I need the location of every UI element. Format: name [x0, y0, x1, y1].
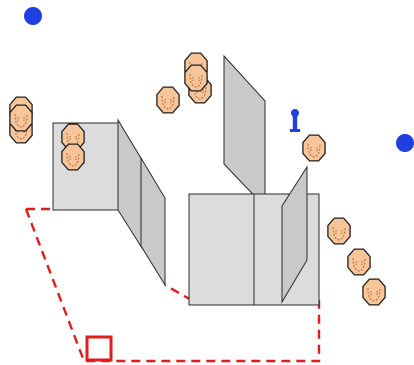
person-head [156, 86, 180, 114]
person-face [189, 73, 203, 88]
person-eyes [335, 230, 343, 234]
partition-top [223, 54, 266, 209]
person-icon [302, 134, 326, 162]
person-eyes [310, 147, 318, 151]
sensor-base [290, 129, 300, 132]
person-icon [347, 248, 371, 276]
sensor-stem [292, 115, 298, 131]
blue-dot-icon [24, 7, 42, 25]
person-eyes [192, 77, 200, 81]
person-face [66, 152, 80, 167]
cubicle-left-panel-b [140, 156, 166, 287]
route [24, 207, 321, 363]
person-icon [184, 64, 208, 92]
person-face [14, 125, 28, 140]
route-line [24, 207, 321, 363]
person-head [362, 278, 386, 306]
cubicle-left-panel-a [117, 118, 143, 250]
person-head [302, 134, 326, 162]
person-eyes [17, 117, 25, 121]
person-eyes [69, 136, 77, 140]
person-eyes [69, 156, 77, 160]
cubicle-left [52, 118, 166, 287]
cubicle-right [188, 165, 320, 306]
cubicle-right-panel [281, 165, 308, 304]
person-head [347, 248, 371, 276]
person-icon [156, 86, 180, 114]
person-head [61, 143, 85, 171]
sensor-icon [290, 109, 300, 132]
person-head [327, 217, 351, 245]
person-face [193, 85, 207, 100]
person-eyes [355, 261, 363, 265]
person-face [161, 95, 175, 110]
person-face [367, 287, 381, 302]
person-eyes [164, 99, 172, 103]
person-eyes [370, 291, 378, 295]
person-head [184, 64, 208, 92]
person-icon [327, 217, 351, 245]
person-icon [61, 143, 85, 171]
people-layer [9, 52, 386, 306]
blue-dot-icon [396, 134, 414, 152]
person-face [307, 143, 321, 158]
person-face [14, 113, 28, 128]
person-head [9, 104, 33, 132]
exit-square-icon [85, 335, 113, 362]
person-icon [9, 104, 33, 132]
person-face [352, 257, 366, 272]
person-face [332, 226, 346, 241]
person-icon [362, 278, 386, 306]
